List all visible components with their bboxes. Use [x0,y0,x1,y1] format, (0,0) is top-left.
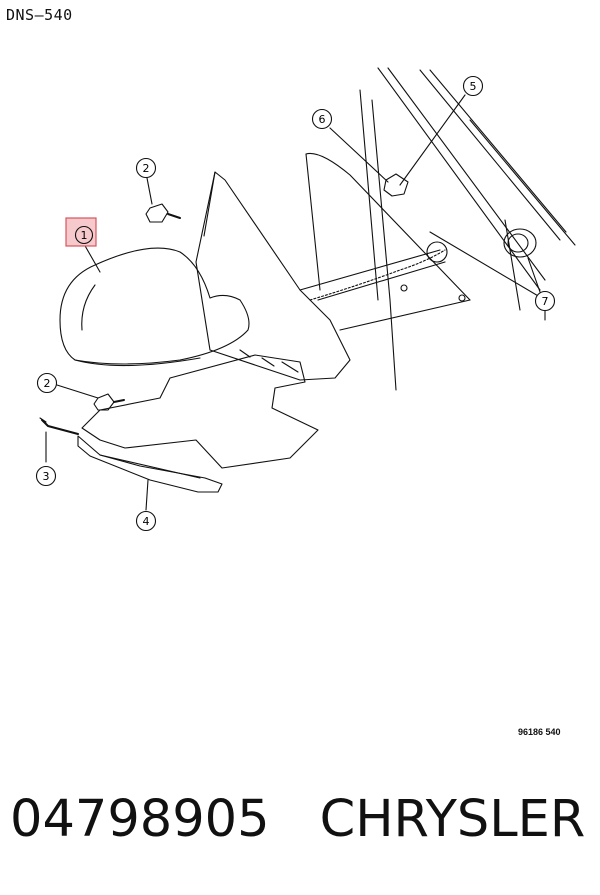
callout-7: 7 [534,290,556,312]
callout-2-lower-label: 2 [44,377,51,390]
callout-1-label: 1 [81,229,88,242]
callout-2-upper-label: 2 [143,162,150,175]
callout-5: 5 [462,75,484,97]
callout-4-label: 4 [143,515,150,528]
mirror-sail [195,171,471,381]
part-number: 04798905 [10,790,270,849]
door-frame-lines [305,67,576,391]
diagram-code: DNS–540 [6,6,73,24]
brand-name: CHRYSLER [319,790,586,849]
callout-5-label: 5 [470,80,477,93]
callout-1: 1 [65,217,97,247]
callout-3: 3 [35,465,57,487]
callout-3-label: 3 [43,470,50,483]
reference-number: 96186 540 [518,727,561,737]
screw-3 [39,417,79,435]
callout-7-label: 7 [542,295,549,308]
mirror-housing [59,247,250,367]
bolt-lower [93,393,125,411]
callout-2-upper: 2 [135,157,157,179]
callout-4: 4 [135,510,157,532]
callout-6: 6 [311,108,333,130]
callout-6-label: 6 [319,113,326,126]
grommet [503,228,537,258]
clip [383,173,409,197]
mirror-exploded-diagram: 1 2 2 3 4 5 6 7 [35,67,576,532]
callout-2-lower: 2 [36,372,58,394]
bolt-upper [145,203,181,223]
part-caption: 04798905 CHRYSLER [10,785,595,855]
leader-lines [45,94,541,511]
mirror-base [81,349,319,469]
trim-cover [77,435,223,493]
wire-harness [309,249,446,301]
